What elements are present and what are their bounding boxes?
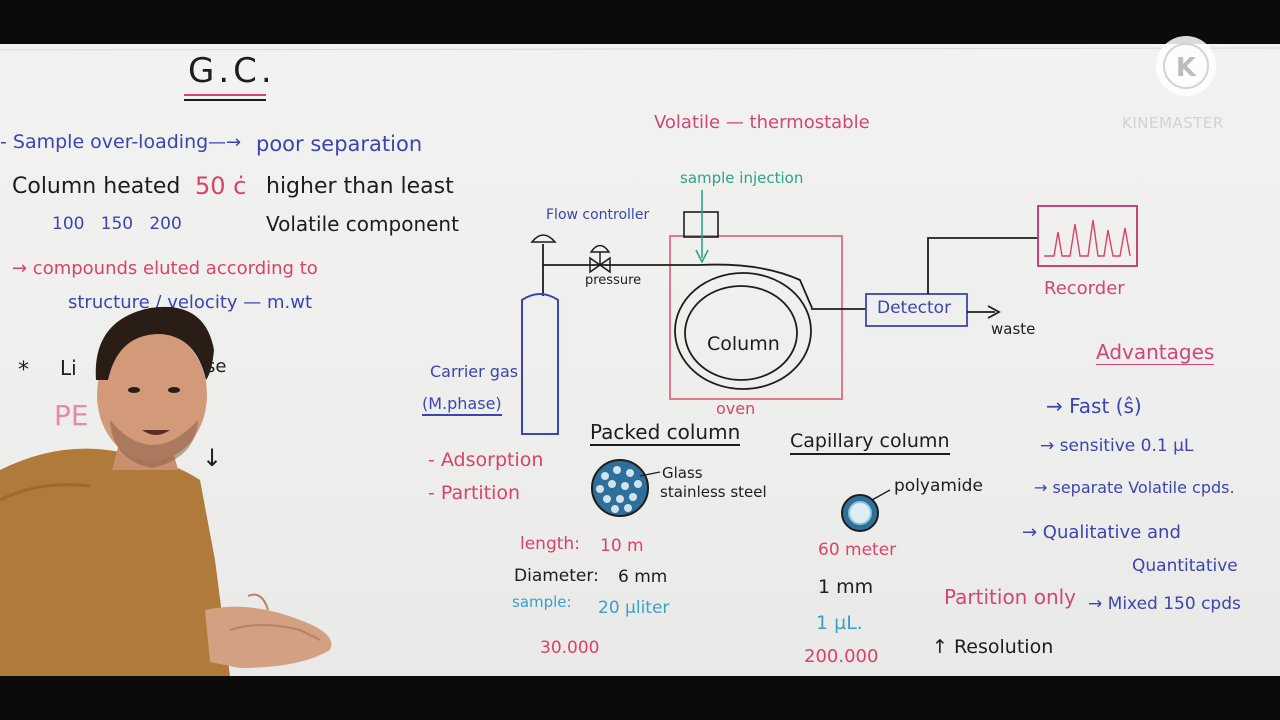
injection-arrow-head <box>695 249 709 264</box>
advantages-title: Advantages <box>1096 340 1215 365</box>
presenter-face <box>97 329 207 461</box>
presenter-hand-left <box>205 606 332 668</box>
packed-column-title: Packed column <box>590 420 741 446</box>
capillary-sample: 1 µL. <box>816 612 863 634</box>
note-higher-than-least: higher than least <box>266 174 454 199</box>
packed-length-label: length: <box>520 534 580 554</box>
waste-arrow-head <box>987 305 1001 319</box>
note-compounds-eluted: → compounds eluted according to <box>12 258 318 279</box>
capillary-column-title: Capillary column <box>790 432 950 455</box>
kinemaster-logo-letter: K <box>1176 53 1197 83</box>
presenter-fingers <box>229 624 321 641</box>
label-carrier-gas: Carrier gas <box>430 362 519 381</box>
mixed-compounds: → Mixed 150 cpds <box>1088 594 1241 614</box>
label-volatile-thermostable: Volatile — thermostable <box>654 112 870 133</box>
label-waste: waste <box>991 320 1036 338</box>
advantage-sensitive: → sensitive 0.1 µL <box>1040 436 1194 456</box>
note-star: * <box>18 358 29 383</box>
label-adsorption: - Adsorption <box>428 449 544 471</box>
board-top-edge <box>0 47 1280 51</box>
advantage-quantitative: Quantitative <box>1132 556 1238 576</box>
note-column-heated: Column heated <box>12 174 181 199</box>
label-mobile-phase: (M.phase) <box>422 396 502 416</box>
presenter-hand-right <box>247 593 269 611</box>
capillary-diameter: 1 mm <box>818 576 874 598</box>
detector-box <box>865 293 968 327</box>
presenter-hair <box>95 306 214 380</box>
note-structure-velocity: structure / velocity — m.wt <box>68 292 313 313</box>
presenter-eye-left <box>128 387 140 393</box>
label-oven: oven <box>716 399 756 418</box>
sweater-fold <box>0 483 91 502</box>
label-flow-controller: Flow controller <box>546 207 650 223</box>
note-volatile-component: Volatile component <box>266 212 459 236</box>
packed-length-value: 10 m <box>600 536 644 556</box>
advantage-separate: → separate Volatile cpds. <box>1034 478 1235 497</box>
pressure-valve <box>589 256 611 274</box>
controller-cap <box>530 234 557 243</box>
note-sample-overloading: - Sample over-loading <box>0 131 209 153</box>
capillary-material: polyamide <box>894 476 983 496</box>
label-sample-injection: sample injection <box>680 169 804 187</box>
column-coil-inner <box>684 285 798 381</box>
advantage-fast: → Fast (ŝ) <box>1046 394 1142 418</box>
packed-column-cross-section <box>591 459 661 517</box>
valve-handle <box>589 244 611 253</box>
capillary-column-cross-section <box>841 489 891 532</box>
chromatogram-peaks <box>1044 219 1131 257</box>
presenter-mouth <box>142 430 170 435</box>
packed-sample-label: sample: <box>512 593 572 611</box>
note-partial-pe: PE <box>54 399 89 432</box>
kinemaster-watermark: K KINEMASTER <box>1122 36 1242 146</box>
label-column: Column <box>707 333 780 355</box>
detector-to-recorder <box>927 237 1038 294</box>
packed-plates: 30.000 <box>540 638 600 658</box>
note-temps: 100 150 200 <box>52 214 182 234</box>
note-temp-50: 50 ċ <box>195 172 247 200</box>
note-poor-separation: poor separation <box>256 132 423 156</box>
packed-diameter-label: Diameter: <box>514 566 599 586</box>
oven-box <box>669 235 843 400</box>
kinemaster-logo-icon: K <box>1156 36 1216 96</box>
capillary-length: 60 meter <box>818 540 897 560</box>
label-detector: Detector <box>877 298 952 318</box>
packed-sample-value: 20 µliter <box>598 598 670 618</box>
partition-only: Partition only <box>944 585 1077 609</box>
note-arrow-1: —→ <box>208 132 242 153</box>
carrier-gas-line <box>543 263 813 309</box>
board-title: G.C. <box>188 51 276 91</box>
resolution: ↑ Resolution <box>932 636 1054 658</box>
packed-diameter-value: 6 mm <box>618 567 668 587</box>
advantage-qualitative: → Qualitative and <box>1022 522 1181 543</box>
label-partition: - Partition <box>428 482 521 504</box>
recorder-box <box>1037 205 1138 267</box>
column-coil-outer <box>674 272 812 390</box>
label-recorder: Recorder <box>1044 278 1125 299</box>
presenter-eye-right <box>168 387 180 393</box>
capillary-plates: 200.000 <box>804 646 879 667</box>
note-down-arrow: ↓ <box>202 444 223 472</box>
note-partial-li: Li <box>60 356 77 380</box>
packed-material-glass: Glass <box>662 464 703 482</box>
kinemaster-brand: KINEMASTER <box>1122 114 1224 132</box>
injection-port <box>683 211 719 238</box>
presenter-beard <box>110 420 198 468</box>
gas-cylinder <box>521 293 559 435</box>
title-underline-2 <box>184 99 266 101</box>
presenter-sweater <box>0 448 230 676</box>
label-pressure: pressure <box>585 273 642 288</box>
title-underline <box>184 94 266 96</box>
packed-material-steel: stainless steel <box>660 483 767 501</box>
